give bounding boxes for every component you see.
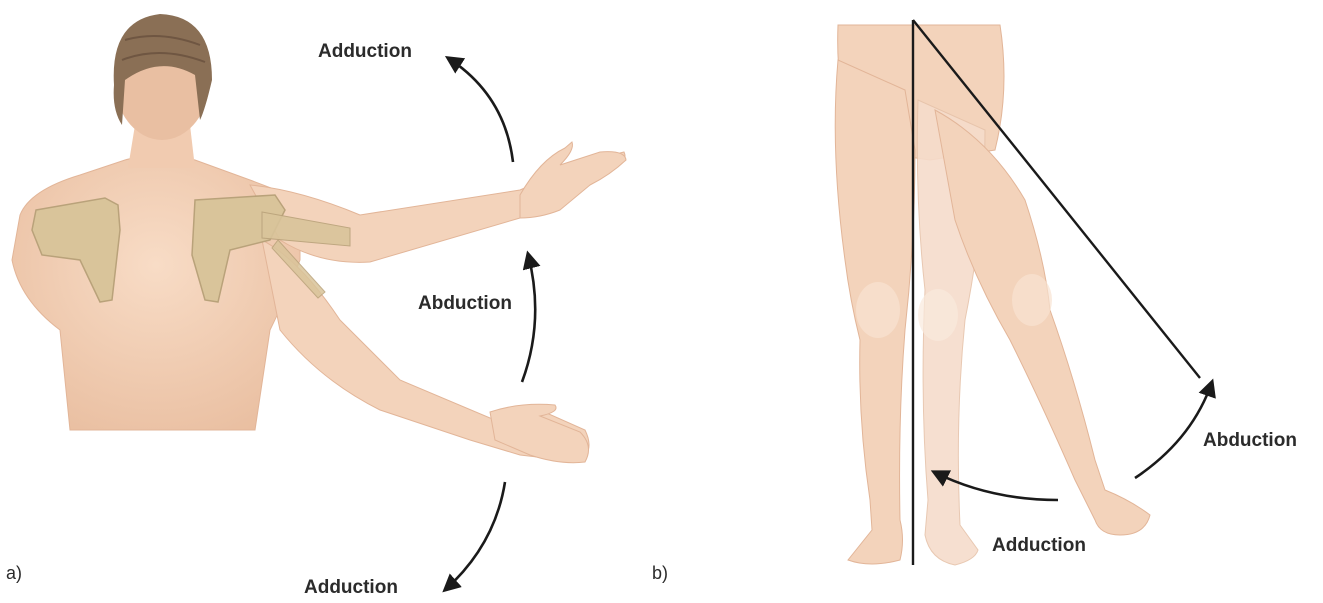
right-leg-abducted xyxy=(935,110,1150,535)
label-a-top-adduction: Adduction xyxy=(318,41,412,63)
panel-b-label: b) xyxy=(652,563,668,584)
lowered-hand xyxy=(490,404,589,462)
raised-hand xyxy=(520,142,626,218)
arrow-a-top xyxy=(448,58,513,162)
arrow-b-right xyxy=(1135,382,1212,478)
panel-b-figure xyxy=(835,20,1200,565)
arrow-a-middle xyxy=(522,254,535,382)
arrow-a-bottom xyxy=(445,482,505,590)
panel-a-label: a) xyxy=(6,563,22,584)
label-a-bottom-adduction: Adduction xyxy=(304,577,398,599)
label-b-right-abduction: Abduction xyxy=(1203,430,1297,452)
label-b-bottom-adduction: Adduction xyxy=(992,535,1086,557)
label-a-middle-abduction: Abduction xyxy=(418,293,512,315)
panel-a-figure xyxy=(12,14,626,463)
